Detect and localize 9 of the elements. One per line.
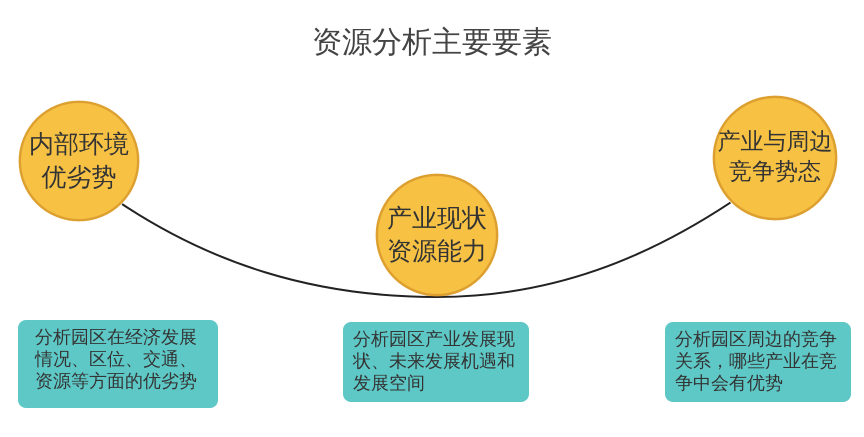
description-box: 分析园区在经济发展情况、区位、交通、资源等方面的优劣势	[18, 320, 218, 408]
description-box: 分析园区产业发展现状、未来发展机遇和发展空间	[343, 322, 529, 402]
node-text: 产业现状资源能力	[386, 202, 488, 267]
connector-curve	[122, 203, 438, 298]
connector-curve	[436, 202, 731, 298]
node-text: 内部环境优劣势	[28, 128, 130, 193]
diagram-title: 资源分析主要要素	[311, 24, 553, 62]
node-text: 产业与周边竞争势态	[716, 128, 834, 187]
description-box: 分析园区周边的竞争关系，哪些产业在竞争中会有优势	[665, 322, 851, 402]
